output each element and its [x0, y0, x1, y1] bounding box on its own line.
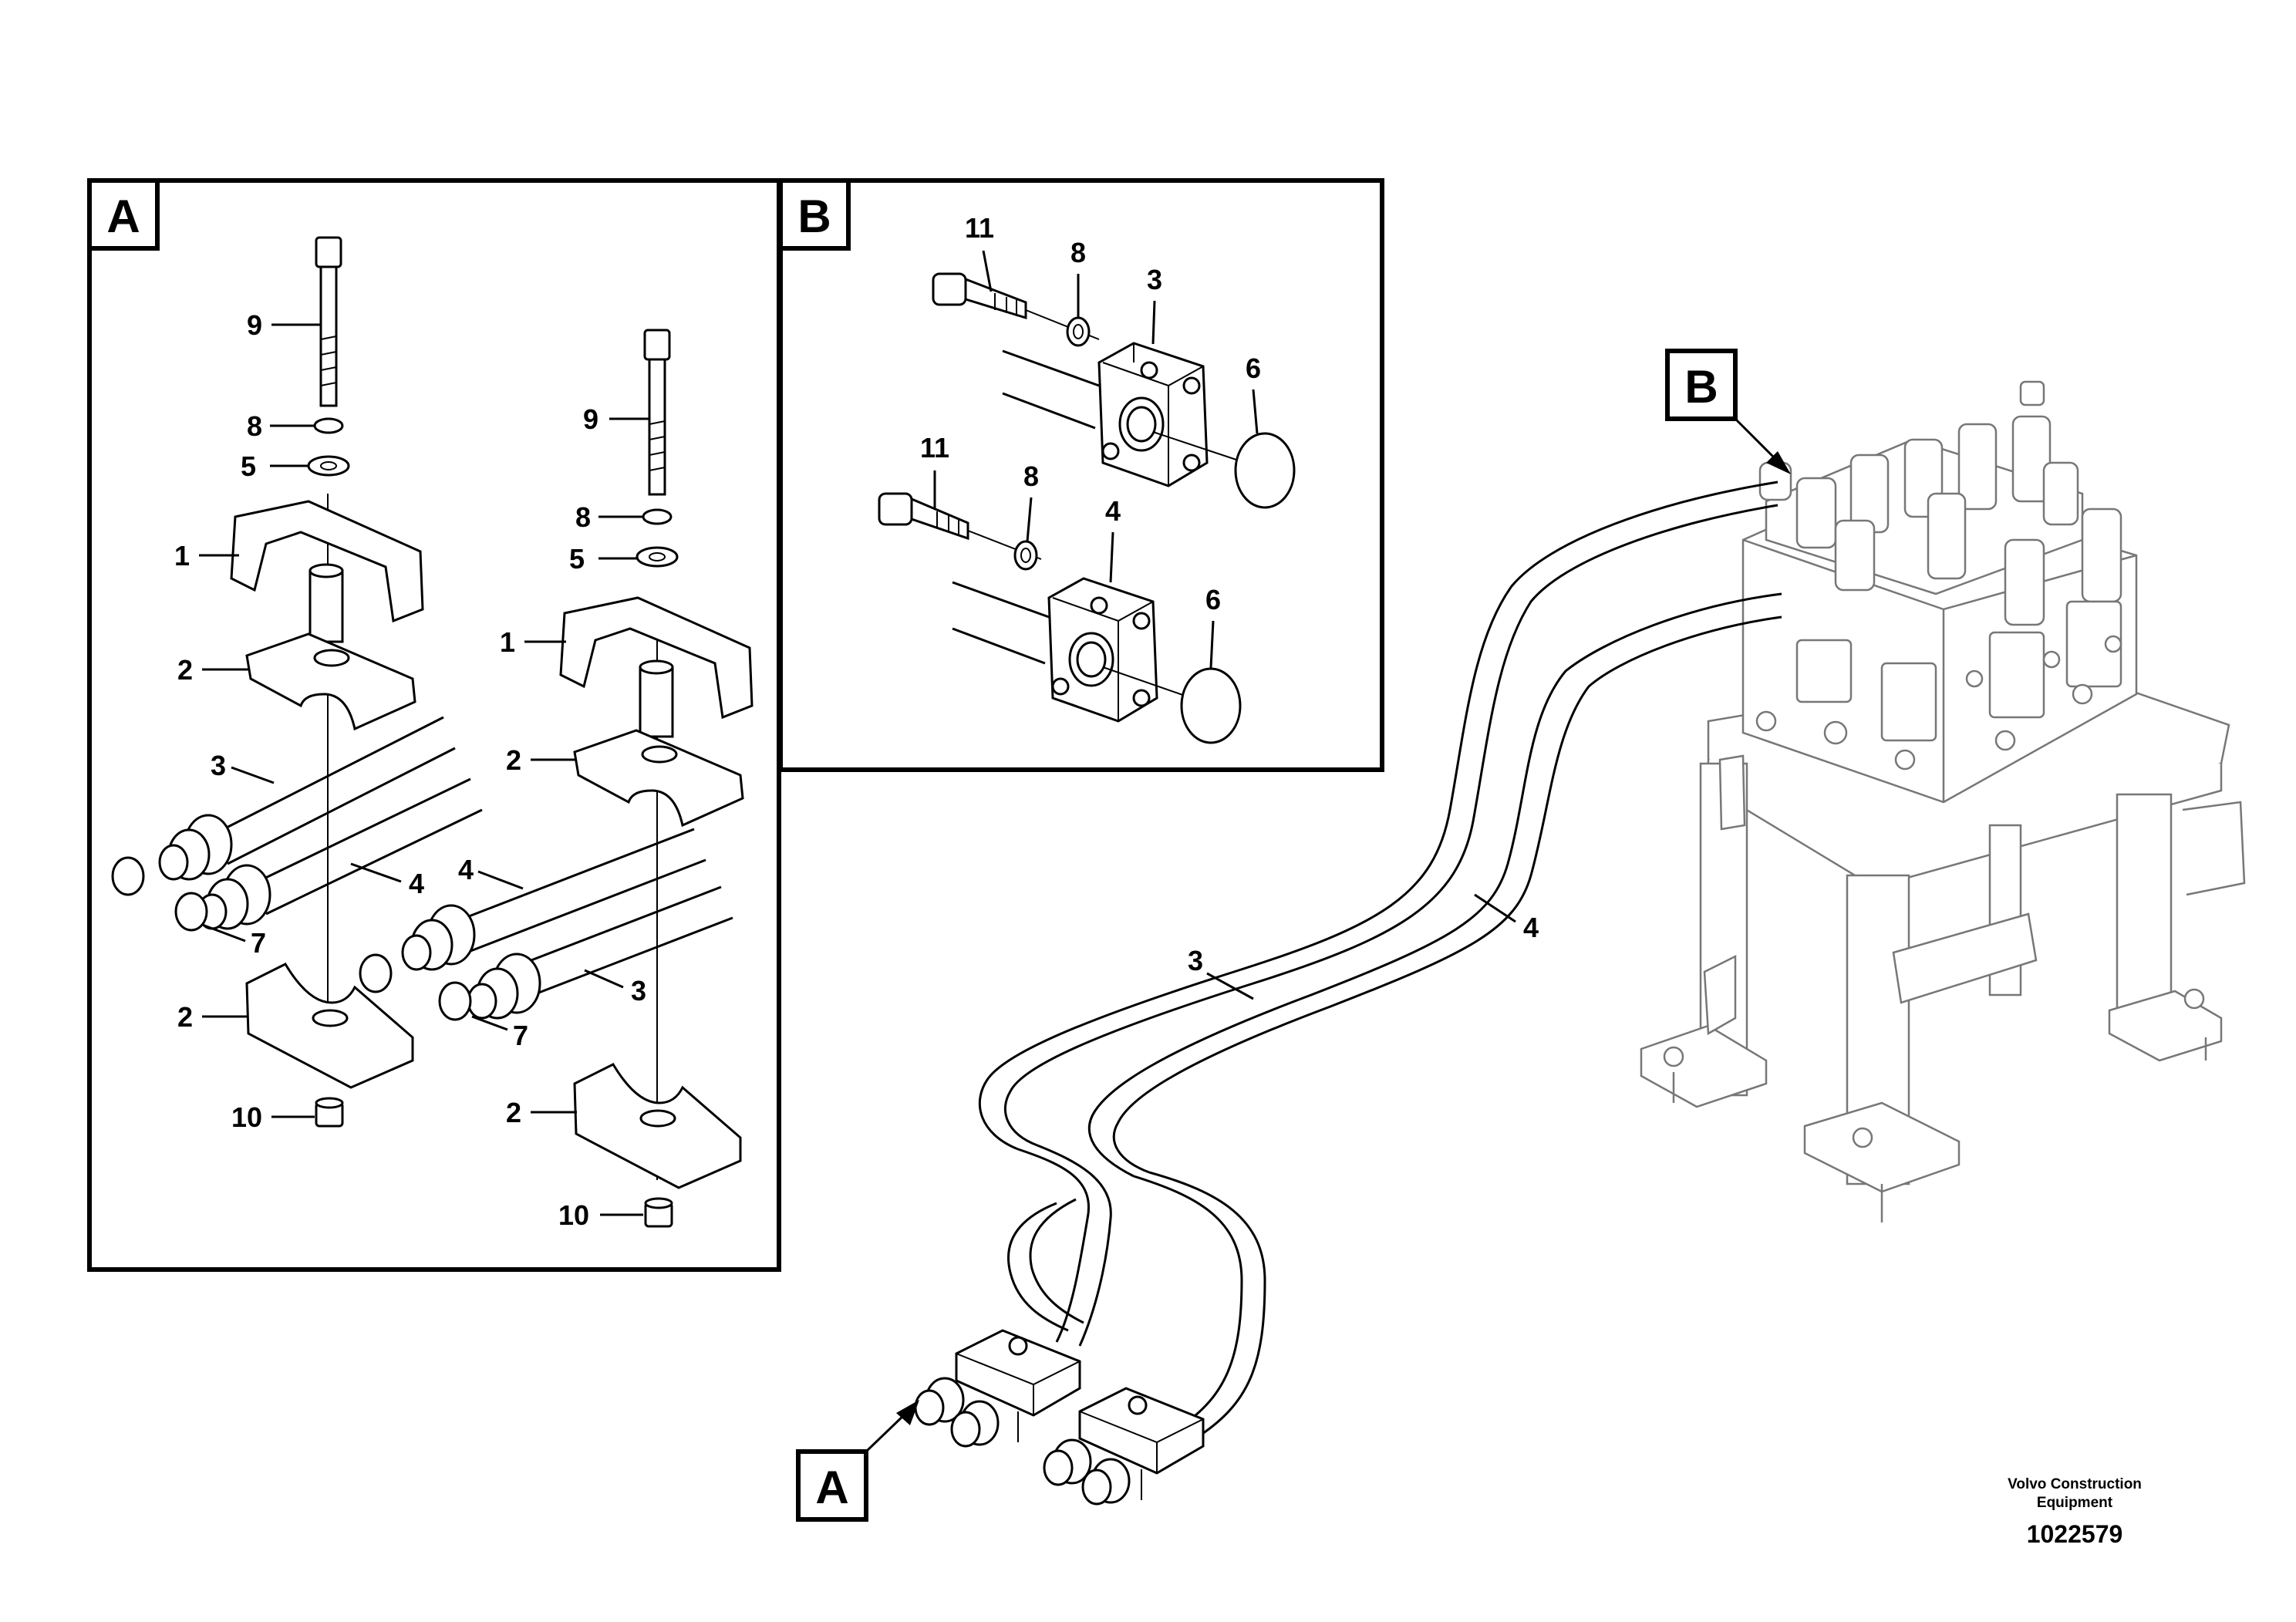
- callout-pipe-4: 4: [1523, 912, 1539, 943]
- document-number: 1022579: [2027, 1520, 2123, 1548]
- detail-b-upper: 11 8 3 6: [932, 212, 1296, 509]
- detail-b-panel: B: [778, 178, 1384, 772]
- callout-pipe-3: 3: [1188, 945, 1203, 976]
- callout-6: 6: [1205, 584, 1221, 615]
- pipe-icon: [215, 716, 483, 916]
- screw-icon: [932, 272, 1027, 320]
- o-ring-icon: [1234, 432, 1296, 509]
- callout-2b: 2: [177, 1001, 193, 1033]
- washer-icon: [636, 546, 679, 568]
- svg-text:A: A: [815, 1462, 848, 1513]
- detail-a-panel: A: [87, 178, 781, 1272]
- view-tag-a: A: [796, 1400, 919, 1522]
- pipe-icon: [454, 828, 733, 1004]
- washer-icon: [307, 455, 350, 477]
- o-ring-icon: [359, 953, 393, 993]
- callout-11: 11: [965, 212, 994, 244]
- bolt-icon: [643, 329, 671, 496]
- o-ring-icon: [1180, 667, 1242, 744]
- fitting-icon: [158, 814, 271, 930]
- callout-7: 7: [251, 927, 266, 959]
- clamp-half-upper-icon: [573, 729, 744, 828]
- callout-1: 1: [174, 540, 190, 572]
- credit-block: Volvo Construction Equipment 1022579: [2008, 1476, 2142, 1548]
- detail-b-tag: B: [797, 191, 831, 242]
- callout-4: 4: [409, 868, 424, 899]
- fitting-icon: [401, 904, 541, 1020]
- view-tag-b: B: [1665, 349, 1791, 474]
- lock-washer-icon: [1013, 540, 1038, 571]
- detail-a-left-stack: 9 8 5 1 2 3 4 7 2 10: [111, 236, 483, 1133]
- o-ring-icon: [174, 892, 208, 932]
- lock-washer-icon: [313, 417, 344, 434]
- clamp-cover-icon: [559, 596, 754, 720]
- callout-2: 2: [177, 654, 193, 686]
- pipe-icon: [978, 481, 1782, 1440]
- callout-3: 3: [1147, 264, 1162, 295]
- main-assembly: 3 4: [914, 380, 2246, 1506]
- callout-9: 9: [583, 403, 598, 435]
- callout-1: 1: [500, 626, 515, 658]
- callout-4: 4: [458, 854, 474, 885]
- callout-10: 10: [231, 1101, 262, 1133]
- lock-washer-icon: [642, 508, 673, 525]
- callout-2b: 2: [506, 1097, 521, 1128]
- pipe-clamp-block: [914, 1329, 1205, 1506]
- callout-6: 6: [1246, 352, 1261, 384]
- callout-8: 8: [247, 410, 262, 442]
- o-ring-icon: [438, 981, 472, 1021]
- clamp-cover-icon: [230, 500, 424, 623]
- callout-7: 7: [513, 1020, 528, 1051]
- clamp-half-upper-icon: [245, 632, 416, 731]
- callout-3: 3: [631, 975, 646, 1007]
- callout-8: 8: [575, 501, 591, 533]
- o-ring-icon: [111, 856, 145, 896]
- callout-9: 9: [247, 309, 262, 341]
- callout-4: 4: [1105, 495, 1121, 527]
- detail-a-tag: A: [106, 191, 140, 242]
- callout-5: 5: [241, 450, 256, 482]
- callout-8: 8: [1023, 460, 1039, 492]
- callout-3: 3: [211, 750, 226, 781]
- callout-5: 5: [569, 543, 585, 575]
- bolt-icon: [315, 236, 342, 407]
- control-valve: [1741, 380, 2138, 804]
- callout-2: 2: [506, 744, 521, 776]
- screw-icon: [878, 492, 969, 541]
- lock-washer-icon: [1066, 316, 1091, 347]
- svg-text:B: B: [1684, 361, 1718, 413]
- callout-10: 10: [558, 1199, 589, 1231]
- callout-11: 11: [920, 432, 949, 464]
- callout-8: 8: [1070, 237, 1086, 268]
- detail-b-lower: 11 8 4 6: [878, 432, 1242, 744]
- credit-line-1: Volvo Construction: [2008, 1476, 2142, 1492]
- detail-a-right-stack: 9 8 5 1 2 4 3 7 2 10: [359, 329, 754, 1231]
- credit-line-2: Equipment: [2037, 1495, 2113, 1511]
